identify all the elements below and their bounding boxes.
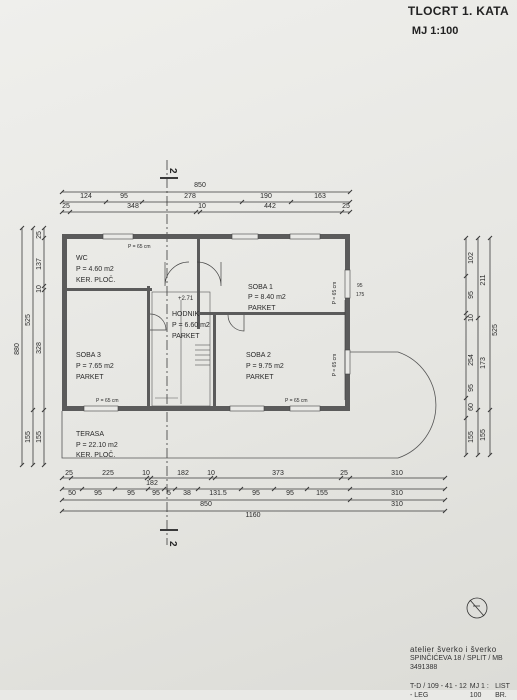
dim-bottom2-3: 95 [152, 490, 160, 497]
footer-scale: MJ 1 : 100 [469, 683, 489, 699]
drawing-title: TLOCRT 1. KATA [407, 4, 509, 18]
dim-bottom1-2: 10 [142, 470, 150, 477]
dim-bottom1-1: 225 [102, 470, 114, 477]
room-wc-floor: KER. PLOČ. [76, 275, 115, 284]
dim-right-inner-3: 254 [468, 354, 475, 366]
dim-bottom1-3-value: 182 [146, 480, 158, 487]
dim-bottom2-10: 310 [391, 490, 403, 497]
office-stamp: atelier šverko i šverko SPINČIĆEVA 18 / … [410, 645, 517, 700]
dim-top3-3: 442 [264, 203, 276, 210]
dim-left-mid-1: 155 [25, 431, 32, 443]
dim-bottom1-3: 182 [177, 470, 189, 477]
windows [83, 233, 351, 412]
walls [62, 234, 350, 411]
dim-bottom2-4: 5 [167, 490, 171, 497]
dim-left-mid-0: 525 [25, 314, 32, 326]
room-hodnik-floor: PARKET [172, 333, 200, 340]
window-mark-175: 175 [356, 292, 365, 298]
office-name: atelier šverko i šverko [410, 645, 497, 654]
dim-right-inner-4: 95 [468, 384, 475, 392]
window-mark-95: 95 [357, 283, 363, 289]
dim-bottom2-2: 95 [127, 490, 135, 497]
section-mark-top: 2 [167, 168, 178, 174]
dim-left-inner-0: 25 [36, 231, 43, 239]
room-terasa-name: TERASA [76, 431, 104, 438]
dim-left-inner-4: 155 [36, 431, 43, 443]
footer-sheet: LIST BR. [495, 683, 510, 699]
sill-note-soba2: P = 65 cm [285, 398, 308, 404]
room-soba1-area: P = 8.40 m2 [248, 294, 286, 301]
dim-bottom3-1: 310 [391, 501, 403, 508]
level-mark: +2.71 [178, 296, 194, 302]
section-mark-bottom: 2 [167, 541, 178, 547]
dim-bottom2-5: 38 [183, 490, 191, 497]
dim-top2-4: 163 [314, 193, 326, 200]
dim-right-inner-1: 95 [468, 291, 475, 299]
dim-top2-0: 124 [80, 193, 92, 200]
dim-top2-3: 190 [260, 193, 272, 200]
room-soba2-area: P = 9.75 m2 [246, 363, 284, 370]
dim-right-inner-2: 10 [468, 314, 475, 322]
dim-bottom3-0: 850 [200, 501, 212, 508]
dim-right-inner-0: 102 [468, 252, 475, 264]
room-soba1-floor: PARKET [248, 305, 276, 312]
room-terasa-floor: KER. PLOČ. [76, 450, 115, 459]
room-soba2-name: SOBA 2 [246, 352, 271, 359]
north-arrow-icon [466, 597, 488, 619]
dim-left-inner-2: 10 [36, 285, 43, 293]
dim-top3-0: 25 [62, 203, 70, 210]
terrace-outline [61, 351, 437, 459]
room-soba1-name: SOBA 1 [248, 284, 273, 291]
dim-bottom1-6: 25 [340, 470, 348, 477]
room-hodnik-name: HODNIK [172, 311, 200, 318]
dim-top3-1: 348 [127, 203, 139, 210]
dim-right-outer: 525 [492, 324, 499, 336]
dim-top2-1: 95 [120, 193, 128, 200]
dim-right-mid-1: 173 [480, 357, 487, 369]
dim-top1-0: 850 [194, 182, 206, 189]
dim-bottom2-9: 155 [316, 490, 328, 497]
dim-left-inner-3: 328 [36, 342, 43, 354]
dim-top2-2: 278 [184, 193, 196, 200]
room-soba3-area: P = 7.65 m2 [76, 363, 114, 370]
footer-ref: T-D / 109 - 41 - 12 - LEG [410, 683, 467, 699]
room-wc-area: P = 4.60 m2 [76, 266, 114, 273]
drawing-scale: MJ 1:100 [411, 25, 459, 37]
dim-right-inner-6: 155 [468, 431, 475, 443]
stairs [151, 291, 211, 407]
office-address: SPINČIĆEVA 18 / SPLIT / MB 3491388 [410, 655, 503, 671]
dim-right-mid-2: 155 [480, 429, 487, 441]
room-terasa-area: P = 22.10 m2 [76, 442, 118, 449]
doors [149, 261, 346, 400]
dim-bottom2-1: 95 [94, 490, 102, 497]
dim-bottom1-7: 310 [391, 470, 403, 477]
room-soba3-name: SOBA 3 [76, 352, 101, 359]
dim-bottom1-0: 25 [65, 470, 73, 477]
dim-left-inner-1: 137 [36, 258, 43, 270]
dim-right-mid-0: 211 [480, 274, 487, 285]
dim-bottom2-0: 50 [68, 490, 76, 497]
room-hodnik-area: P = 6.60 m2 [172, 322, 210, 329]
dim-bottom2-8: 95 [286, 490, 294, 497]
dim-top3-2: 10 [198, 203, 206, 210]
sill-note-soba3: P = 65 cm [96, 398, 119, 404]
title-block: TLOCRT 1. KATA MJ 1:100 [408, 4, 509, 37]
dim-bottom2-7: 95 [252, 490, 260, 497]
dim-left-outer: 880 [14, 343, 21, 355]
dim-bottom4-0: 1160 [245, 512, 260, 519]
dim-bottom1-4: 10 [207, 470, 215, 477]
room-soba2-floor: PARKET [246, 374, 274, 381]
sill-note-soba2-side: P = 65 cm [332, 354, 338, 377]
dim-top3-4: 25 [342, 203, 350, 210]
dim-right-inner-5: 60 [468, 403, 475, 411]
sill-note-wc: P = 65 cm [128, 244, 151, 250]
dim-bottom1-5: 373 [272, 470, 284, 477]
sill-note-soba1: P = 65 cm [332, 282, 338, 305]
room-soba3-floor: PARKET [76, 374, 104, 381]
room-wc-name: WC [76, 255, 88, 262]
dim-bottom2-6: 131.5 [209, 490, 227, 497]
